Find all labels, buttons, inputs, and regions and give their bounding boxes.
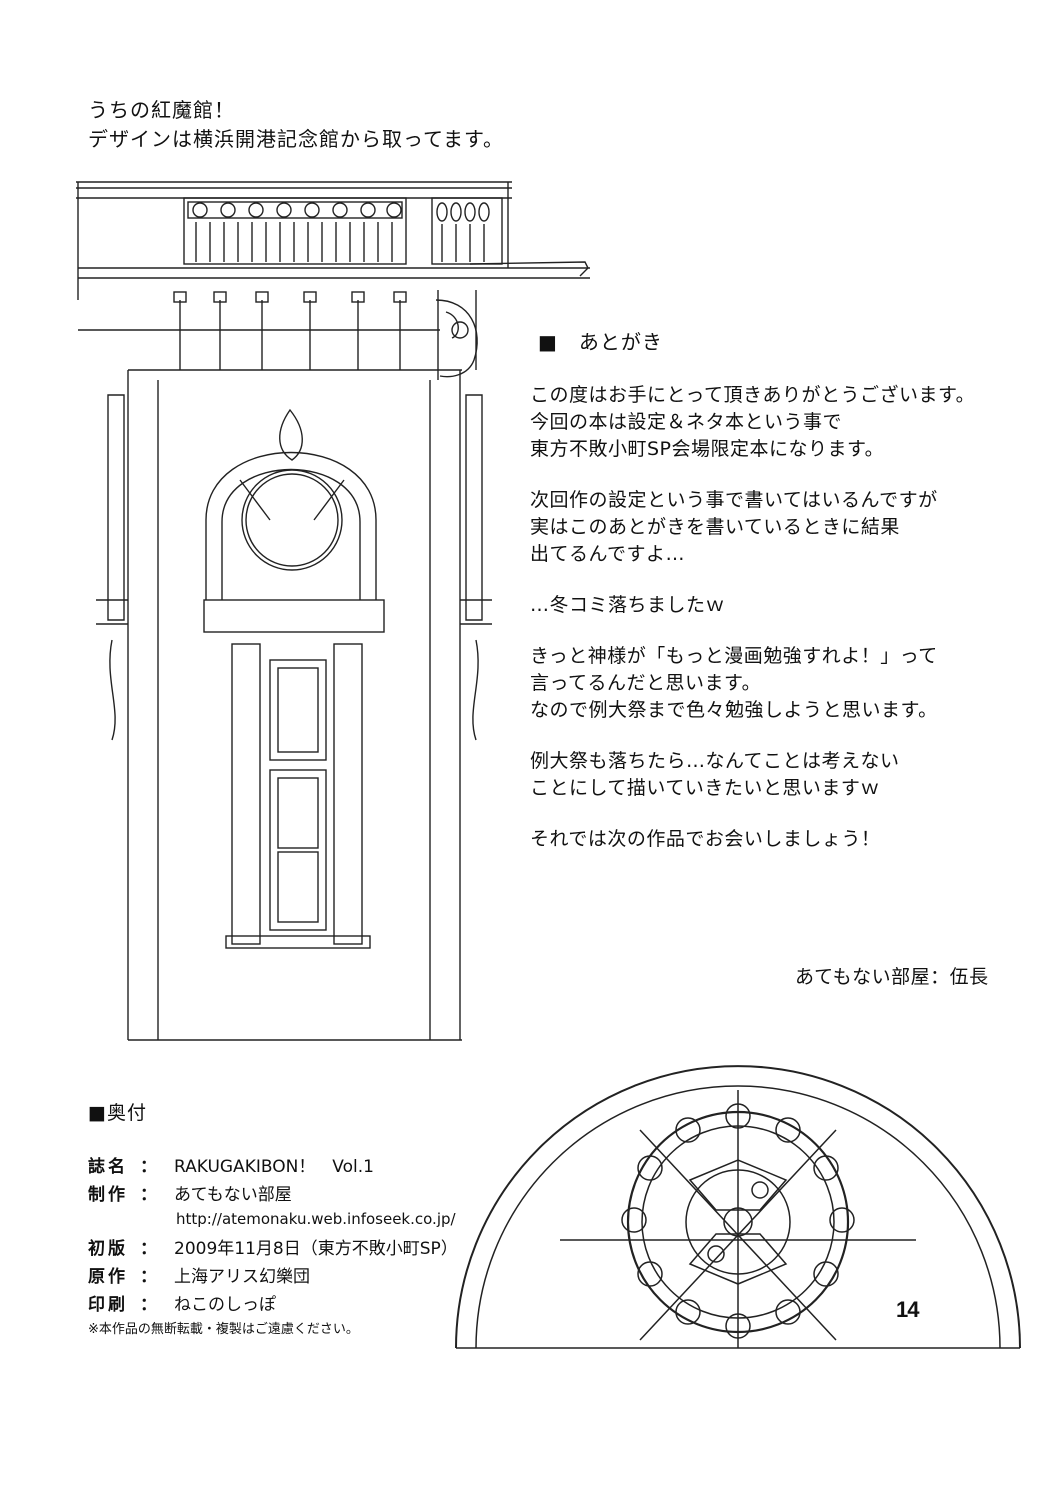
colophon-heading: ■奥付	[88, 1102, 147, 1124]
afterword-line: 言ってるんだと思います。	[530, 672, 762, 694]
colophon-label: 制作	[88, 1184, 128, 1205]
colophon-value: RAKUGAKIBON！ Vol.1	[174, 1156, 374, 1177]
paragraph-gap	[530, 802, 975, 826]
colophon: 誌名 ： RAKUGAKIBON！ Vol.1 制作 ： あてもない部屋 htt…	[88, 1150, 458, 1338]
afterword-line: 例大祭も落ちたら…なんてことは考えない	[530, 750, 900, 772]
website-url-link[interactable]: http://atemonaku.web.infoseek.co.jp/	[176, 1210, 456, 1228]
colophon-colon: ：	[140, 1184, 157, 1205]
afterword-signature: あてもない部屋：伍長	[795, 966, 989, 988]
colophon-row-author: 制作 ： あてもない部屋	[88, 1178, 458, 1206]
colophon-row-title: 誌名 ： RAKUGAKIBON！ Vol.1	[88, 1150, 458, 1178]
afterword-line: なので例大祭まで色々勉強しようと思います。	[530, 699, 938, 721]
colophon-value: あてもない部屋	[174, 1184, 292, 1205]
afterword-line: 出てるんですよ…	[530, 543, 686, 565]
afterword-line: 実はこのあとがきを書いているときに結果	[530, 516, 900, 538]
colophon-url-row: http://atemonaku.web.infoseek.co.jp/	[88, 1206, 458, 1232]
caption-line-1: うちの紅魔館！	[88, 98, 235, 122]
afterword-line: …冬コミ落ちましたｗ	[530, 594, 726, 616]
paragraph-gap	[530, 619, 975, 643]
colophon-label: 印刷	[88, 1294, 128, 1315]
colophon-value: ねこのしっぽ	[174, 1294, 276, 1315]
colophon-label: 初版	[88, 1238, 128, 1259]
paragraph-gap	[530, 724, 975, 748]
paragraph-gap	[530, 568, 975, 592]
colophon-label: 誌名	[88, 1156, 128, 1177]
colophon-colon: ：	[140, 1294, 157, 1315]
copyright-notice: ※本作品の無断転載・複製はご遠慮ください。	[88, 1322, 359, 1337]
paragraph-gap	[530, 463, 975, 487]
afterword-body: この度はお手にとって頂きありがとうございます。今回の本は設定＆ネタ本という事で東…	[530, 382, 975, 853]
colophon-row-first-edition: 初版 ： 2009年11月8日（東方不敗小町SP）	[88, 1232, 458, 1260]
colophon-row-printer: 印刷 ： ねこのしっぽ	[88, 1288, 458, 1316]
rose-window-ring	[621, 1103, 855, 1339]
afterword-heading: ■ あとがき	[538, 330, 663, 354]
colophon-colon: ：	[140, 1238, 157, 1259]
afterword-line: それでは次の作品でお会いしましょう！	[530, 828, 881, 850]
colophon-value: 上海アリス幻樂団	[174, 1266, 310, 1287]
page-number: 14	[896, 1297, 920, 1322]
afterword-line: 今回の本は設定＆ネタ本という事で	[530, 411, 843, 433]
colophon-colon: ：	[140, 1266, 157, 1287]
colophon-label: 原作	[88, 1266, 128, 1287]
afterword-line: 次回作の設定という事で書いてはいるんですが	[530, 489, 938, 511]
afterword-line: きっと神様が「もっと漫画勉強すれよ！」って	[530, 645, 938, 667]
afterword-line: この度はお手にとって頂きありがとうございます。	[530, 384, 976, 406]
colophon-colon: ：	[140, 1156, 157, 1177]
balustrade-circles	[192, 202, 402, 218]
afterword-line: 東方不敗小町SP会場限定本になります。	[530, 438, 885, 460]
colophon-value: 2009年11月8日（東方不敗小町SP）	[174, 1238, 458, 1259]
afterword-line: ことにして描いていきたいと思いますｗ	[530, 777, 880, 799]
caption-line-2: デザインは横浜開港記念館から取ってます。	[88, 127, 504, 151]
drawing-caption: うちの紅魔館！ デザインは横浜開港記念館から取ってます。	[88, 96, 504, 154]
colophon-row-original: 原作 ： 上海アリス幻樂団	[88, 1260, 458, 1288]
